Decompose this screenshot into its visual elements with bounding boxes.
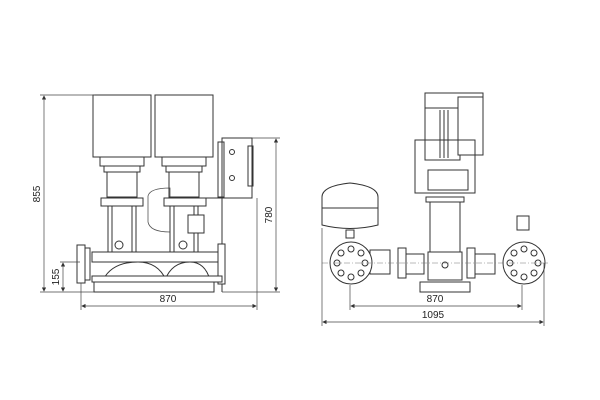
- manifold: [91, 251, 223, 263]
- pump-side: [414, 92, 484, 293]
- dim-control-height: 780: [264, 206, 275, 223]
- side-view: 870 1095: [321, 92, 548, 326]
- dim-total-height: 855: [32, 185, 43, 202]
- pump-right: [154, 94, 214, 253]
- pressure-tank: [147, 187, 171, 233]
- pressure-tank-side: [321, 182, 379, 239]
- dim-inlet-height: 155: [51, 268, 62, 285]
- dim-flange-spacing: 870: [427, 294, 444, 305]
- base-frame: [93, 281, 215, 293]
- inlet-flange: [76, 244, 86, 284]
- front-view: 855 155 780 870: [32, 94, 280, 310]
- dim-width: 870: [160, 294, 177, 305]
- dimension-lines-side: [321, 228, 545, 326]
- pump-left: [92, 94, 152, 253]
- dimension-lines: [40, 94, 280, 310]
- dim-total-depth: 1095: [422, 310, 445, 321]
